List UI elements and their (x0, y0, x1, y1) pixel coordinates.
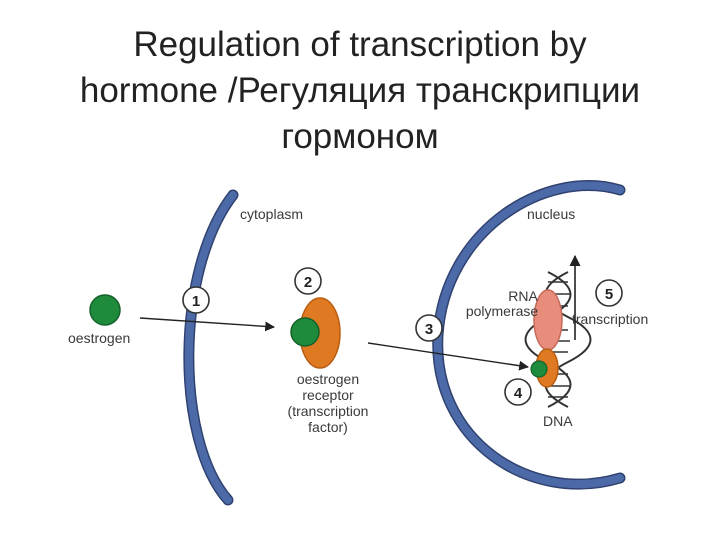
receptor-label: oestrogen receptor (transcription factor… (288, 371, 369, 435)
svg-text:receptor: receptor (302, 387, 354, 403)
title-line-1: Regulation of transcription by (133, 25, 587, 64)
step-3-marker: 3 (415, 314, 443, 342)
rna-polymerase-label: RNA polymerase (466, 288, 539, 319)
step-4-label: 4 (514, 385, 523, 402)
page-title: Regulation of transcription by hormone /… (0, 22, 720, 160)
arrow-into-nucleus (367, 342, 529, 371)
nucleus-label: nucleus (527, 206, 575, 222)
title-line-3: гормоном (281, 117, 439, 156)
dna-label: DNA (543, 413, 573, 429)
step-2-marker: 2 (294, 267, 322, 295)
transcription-label: transcription (572, 311, 648, 327)
dna-bound-oestrogen (530, 360, 548, 378)
bound-oestrogen (290, 317, 320, 347)
svg-text:(transcription: (transcription (288, 403, 369, 419)
step-2-label: 2 (304, 274, 312, 291)
step-4-marker: 4 (504, 378, 532, 406)
step-1-label: 1 (192, 293, 200, 310)
cell-membrane-fill (184, 191, 237, 504)
svg-text:RNA: RNA (508, 288, 538, 304)
cytoplasm-label: cytoplasm (240, 206, 303, 222)
svg-text:factor): factor) (308, 419, 348, 435)
oestrogen-label: oestrogen (68, 330, 130, 346)
title-line-2: hormone /Регуляция транскрипции (79, 71, 641, 110)
oestrogen-molecule (89, 294, 121, 326)
step-1-marker: 1 (182, 286, 210, 314)
arrow-into-cell (139, 317, 275, 332)
step-5-marker: 5 (595, 279, 623, 307)
nuclear-envelope (432, 180, 626, 490)
rna-polymerase (533, 289, 563, 351)
svg-text:oestrogen: oestrogen (297, 371, 359, 387)
svg-text:polymerase: polymerase (466, 303, 539, 319)
step-5-label: 5 (605, 286, 613, 303)
nuclear-envelope-fill (433, 181, 624, 489)
step-3-label: 3 (425, 321, 433, 338)
